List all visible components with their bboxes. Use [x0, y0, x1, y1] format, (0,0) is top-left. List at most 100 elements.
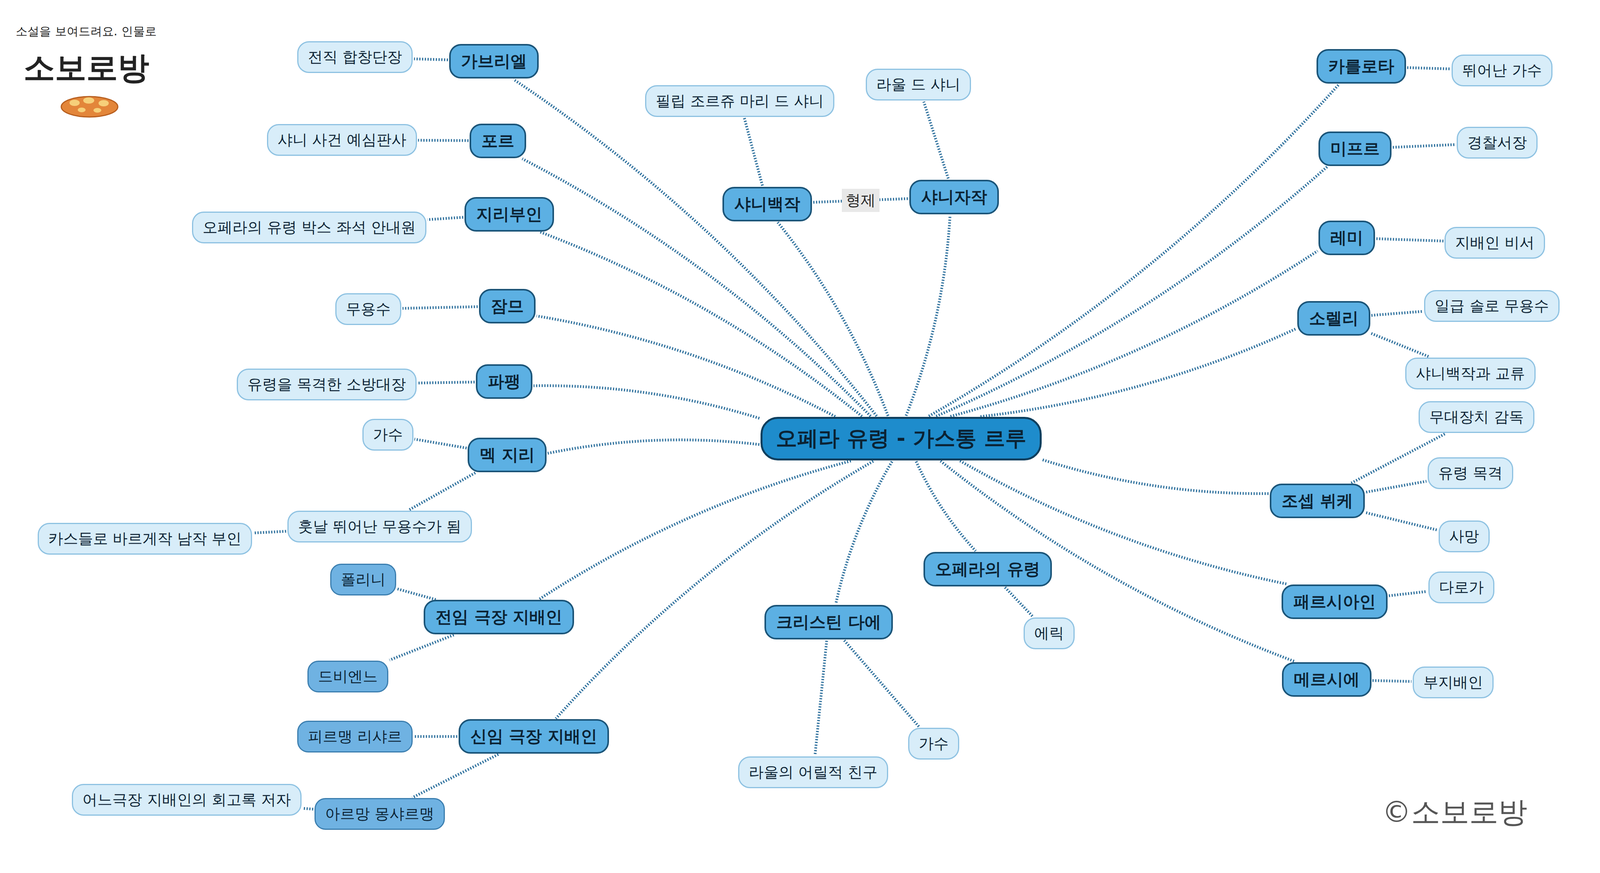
node-text: 전임 극장 지배인 [435, 606, 563, 629]
connector [522, 158, 871, 417]
connector [835, 461, 893, 605]
detail-node: 무용수 [335, 293, 402, 326]
detail-node: 드비엔느 [307, 660, 389, 693]
node-text: 오페라의 유령 박스 좌석 안내원 [202, 217, 416, 238]
character-node: 파팽 [475, 364, 533, 399]
node-text: 경찰서장 [1467, 132, 1527, 153]
detail-node: 경찰서장 [1456, 126, 1538, 159]
node-text: 유령 목격 [1438, 463, 1503, 484]
node-text: 지배인 비서 [1455, 232, 1535, 253]
detail-node: 샤니 사건 예심판사 [266, 124, 417, 156]
connector [533, 385, 760, 419]
detail-node: 전직 합창단장 [297, 41, 413, 74]
connector [1371, 311, 1424, 316]
connector [1407, 67, 1451, 69]
detail-node: 뛰어난 가수 [1451, 54, 1553, 87]
node-text: 부지배인 [1423, 672, 1483, 693]
node-text: 메르시에 [1293, 668, 1360, 691]
character-node: 신임 극장 지배인 [458, 719, 609, 754]
connector [412, 754, 499, 798]
node-text: 무대장치 감독 [1429, 407, 1524, 428]
detail-node: 가수 [362, 418, 414, 451]
connector [916, 461, 976, 551]
connector [413, 58, 448, 61]
node-text: 다로가 [1439, 577, 1484, 598]
character-node: 가브리엘 [449, 43, 539, 79]
connector [302, 808, 314, 810]
connector [1005, 587, 1034, 617]
node-text: 일급 솔로 무용수 [1434, 296, 1549, 317]
node-text: 샤니백작과 교류 [1415, 363, 1526, 384]
detail-node: 무대장치 감독 [1418, 401, 1535, 434]
node-text: 에릭 [1034, 623, 1065, 644]
character-node: 샤니자작 [909, 179, 999, 215]
connector [815, 640, 827, 756]
node-text: 라울 드 샤니 [876, 74, 961, 95]
detail-node: 에릭 [1023, 617, 1075, 650]
character-node: 포르 [469, 123, 527, 159]
node-text: 카스들로 바르게작 남작 부인 [48, 528, 242, 549]
character-node: 크리스틴 다에 [764, 605, 893, 640]
node-text: 필립 조르쥬 마리 드 샤니 [655, 91, 824, 112]
detail-node: 폴리니 [330, 563, 397, 596]
node-text: 조셉 뷔케 [1281, 490, 1354, 512]
character-node: 조셉 뷔케 [1269, 483, 1366, 519]
connector [539, 460, 851, 600]
connector [397, 588, 436, 600]
connector [253, 531, 286, 533]
detail-node: 다로가 [1428, 571, 1495, 604]
node-text: 가수 [373, 424, 403, 445]
central-topic: 오페라 유령 - 가스통 르루 [760, 416, 1042, 461]
copyright-mark: ©소보로방 [1382, 793, 1528, 833]
connector [980, 329, 1297, 417]
logo-tagline: 소설을 보여드려요. 인물로 [15, 23, 157, 40]
node-text: 폴리니 [340, 569, 386, 590]
connector [540, 232, 862, 417]
character-node: 전임 극장 지배인 [423, 599, 575, 635]
detail-node: 지배인 비서 [1444, 226, 1546, 259]
node-text: 가브리엘 [460, 50, 527, 73]
character-node: 멕 지리 [467, 437, 547, 473]
node-text: 파팽 [487, 370, 521, 393]
node-text: 패르시아인 [1293, 590, 1376, 613]
node-text: 아르망 몽샤르맹 [325, 804, 435, 825]
node-text: 무용수 [345, 299, 391, 320]
connector [1388, 591, 1427, 597]
node-text: 가수 [918, 733, 949, 754]
detail-node: 피르맹 리샤르 [297, 720, 413, 753]
connector [414, 439, 467, 449]
connector [928, 84, 1339, 417]
connector [844, 640, 920, 728]
detail-node: 어느극장 지배인의 회고록 저자 [71, 784, 302, 816]
node-text: 포르 [481, 129, 515, 152]
connector [418, 138, 469, 143]
detail-node: 가수 [908, 727, 960, 760]
node-text: 라울의 어릴적 친구 [748, 762, 878, 783]
connector [777, 222, 889, 416]
detail-node: 유령을 목격한 소방대장 [236, 368, 417, 401]
connector [427, 217, 464, 220]
connector [402, 306, 478, 309]
connector [906, 215, 951, 417]
detail-node: 샤니백작과 교류 [1405, 357, 1536, 390]
character-node: 오페라의 유령 [923, 552, 1052, 587]
connector [1365, 481, 1427, 493]
character-node: 패르시아인 [1281, 584, 1388, 620]
connector [1042, 459, 1269, 494]
connector [547, 440, 760, 454]
node-text: 전직 합창단장 [307, 47, 403, 68]
character-node: 메르시에 [1281, 662, 1372, 697]
detail-node: 라울의 어릴적 친구 [738, 756, 889, 789]
logo-title: 소보로방 [23, 47, 150, 90]
connector [413, 735, 458, 739]
detail-node: 필립 조르쥬 마리 드 샤니 [645, 85, 835, 118]
detail-node: 아르망 몽샤르맹 [314, 798, 445, 831]
character-node: 잠므 [479, 288, 536, 324]
connector [1376, 238, 1444, 242]
connector [744, 118, 763, 186]
connector [1372, 680, 1412, 682]
detail-node: 유령 목격 [1427, 457, 1514, 490]
connector [536, 316, 836, 417]
connector [1392, 144, 1456, 148]
detail-node: 라울 드 샤니 [865, 68, 971, 101]
